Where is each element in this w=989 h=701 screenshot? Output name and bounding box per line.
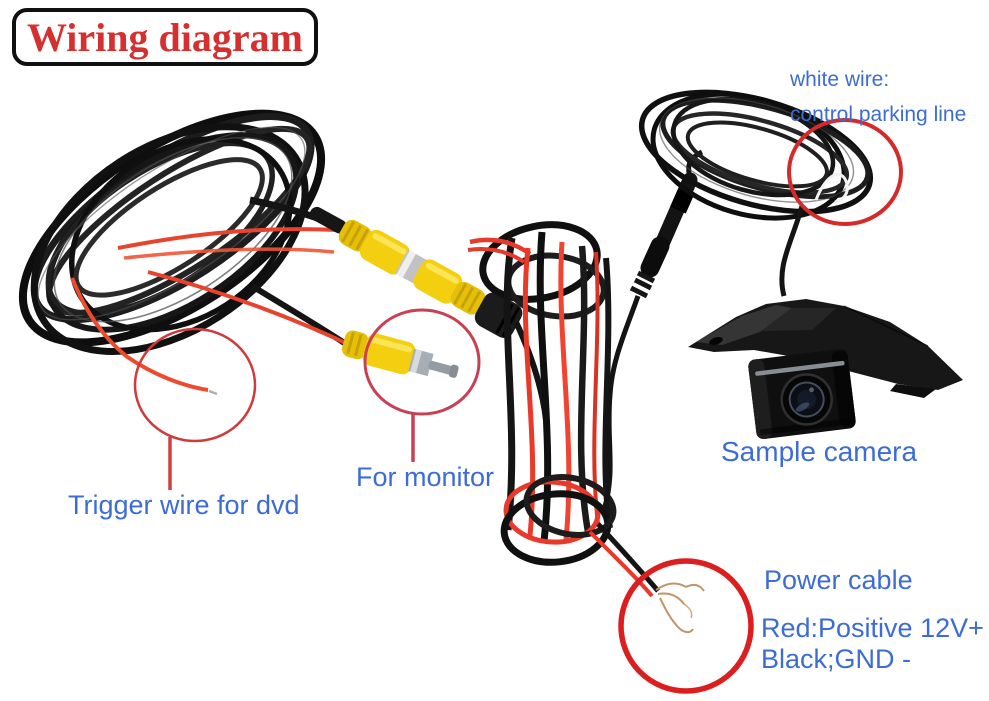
sample-camera-label: Sample camera — [721, 436, 918, 467]
page-title: Wiring diagram — [27, 14, 303, 60]
video-cable-coil — [18, 109, 326, 355]
monitor-annotation-circle — [363, 308, 481, 416]
camera-bracket — [688, 299, 963, 398]
camera-lens — [780, 373, 833, 426]
camera-body — [748, 349, 856, 439]
white-wire-label-line1: white wire: — [790, 68, 890, 91]
power-wire-frayed-end — [655, 582, 705, 634]
power-cable-wires — [588, 522, 660, 598]
white-wire-label: white wire: control parking line — [790, 62, 966, 132]
monitor-rca-plug — [341, 330, 459, 378]
red-wires — [117, 227, 355, 349]
title-box: Wiring diagram — [12, 8, 318, 66]
power-video-wire-bundle — [467, 221, 617, 566]
white-parking-line-wire — [814, 172, 849, 204]
power-detail-label: Red:Positive 12V+ Black;GND - — [761, 613, 984, 675]
power-annotation-circle — [618, 558, 754, 694]
power-cable-label: Power cable — [764, 565, 913, 595]
white-wire-annotation-circle — [787, 118, 903, 226]
camera-pigtail-cable — [779, 205, 805, 297]
trigger-annotation-circle — [133, 327, 257, 443]
camera-barrel-connector — [601, 149, 704, 511]
trigger-wire — [70, 277, 218, 396]
power-detail-red-line: Red:Positive 12V+ — [761, 613, 984, 643]
white-wire-label-line2: control parking line — [790, 103, 967, 126]
camera-cable-coil — [638, 89, 874, 221]
rca-coupler — [309, 206, 523, 338]
trigger-wire-label: Trigger wire for dvd — [68, 490, 300, 520]
power-detail-black-line: Black;GND - — [761, 644, 912, 674]
monitor-label: For monitor — [356, 462, 495, 492]
